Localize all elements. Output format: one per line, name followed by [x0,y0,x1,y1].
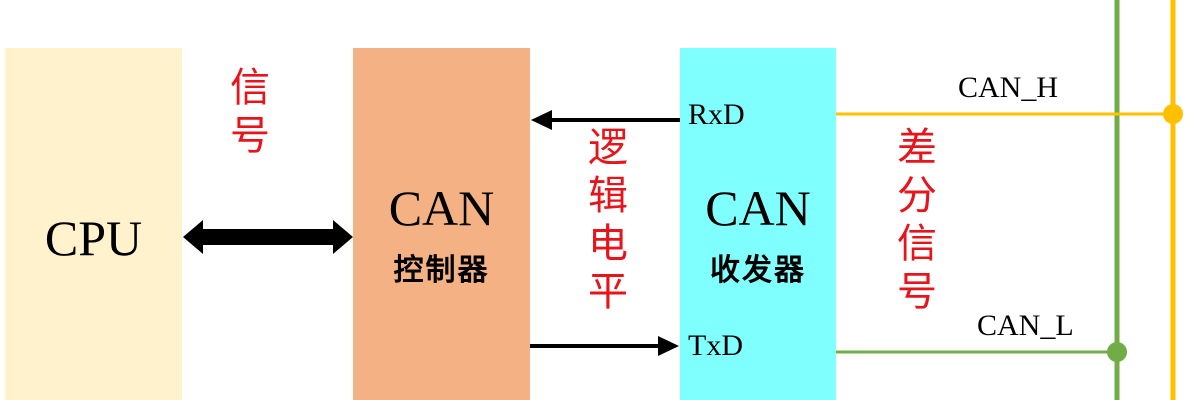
can-controller-label: CAN [388,180,495,236]
txd-arrowhead [658,336,679,356]
rxd-arrowhead [531,110,552,130]
logic-level-annotation: 逻辑电平 [588,125,628,315]
can-controller-block: CAN 控制器 [353,48,530,400]
cpu-controller-bidirectional-arrow [183,220,353,254]
can-h-label: CAN_H [958,71,1059,104]
signal-annotation: 信号 [230,65,270,159]
cpu-label: CPU [44,210,143,266]
can-transceiver-block: CAN 收发器 [680,48,836,400]
can-transceiver-label: CAN [705,180,811,236]
rxd-label: RxD [688,98,745,131]
can-h-junction [1163,104,1183,124]
can-transceiver-sublabel: 收发器 [710,253,806,288]
txd-label: TxD [688,329,743,362]
can-l-junction [1107,342,1127,362]
differential-signal-annotation: 差分信号 [897,125,937,315]
can-l-label: CAN_L [977,309,1074,342]
cpu-block: CPU [5,48,182,400]
can-controller-sublabel: 控制器 [393,253,490,288]
